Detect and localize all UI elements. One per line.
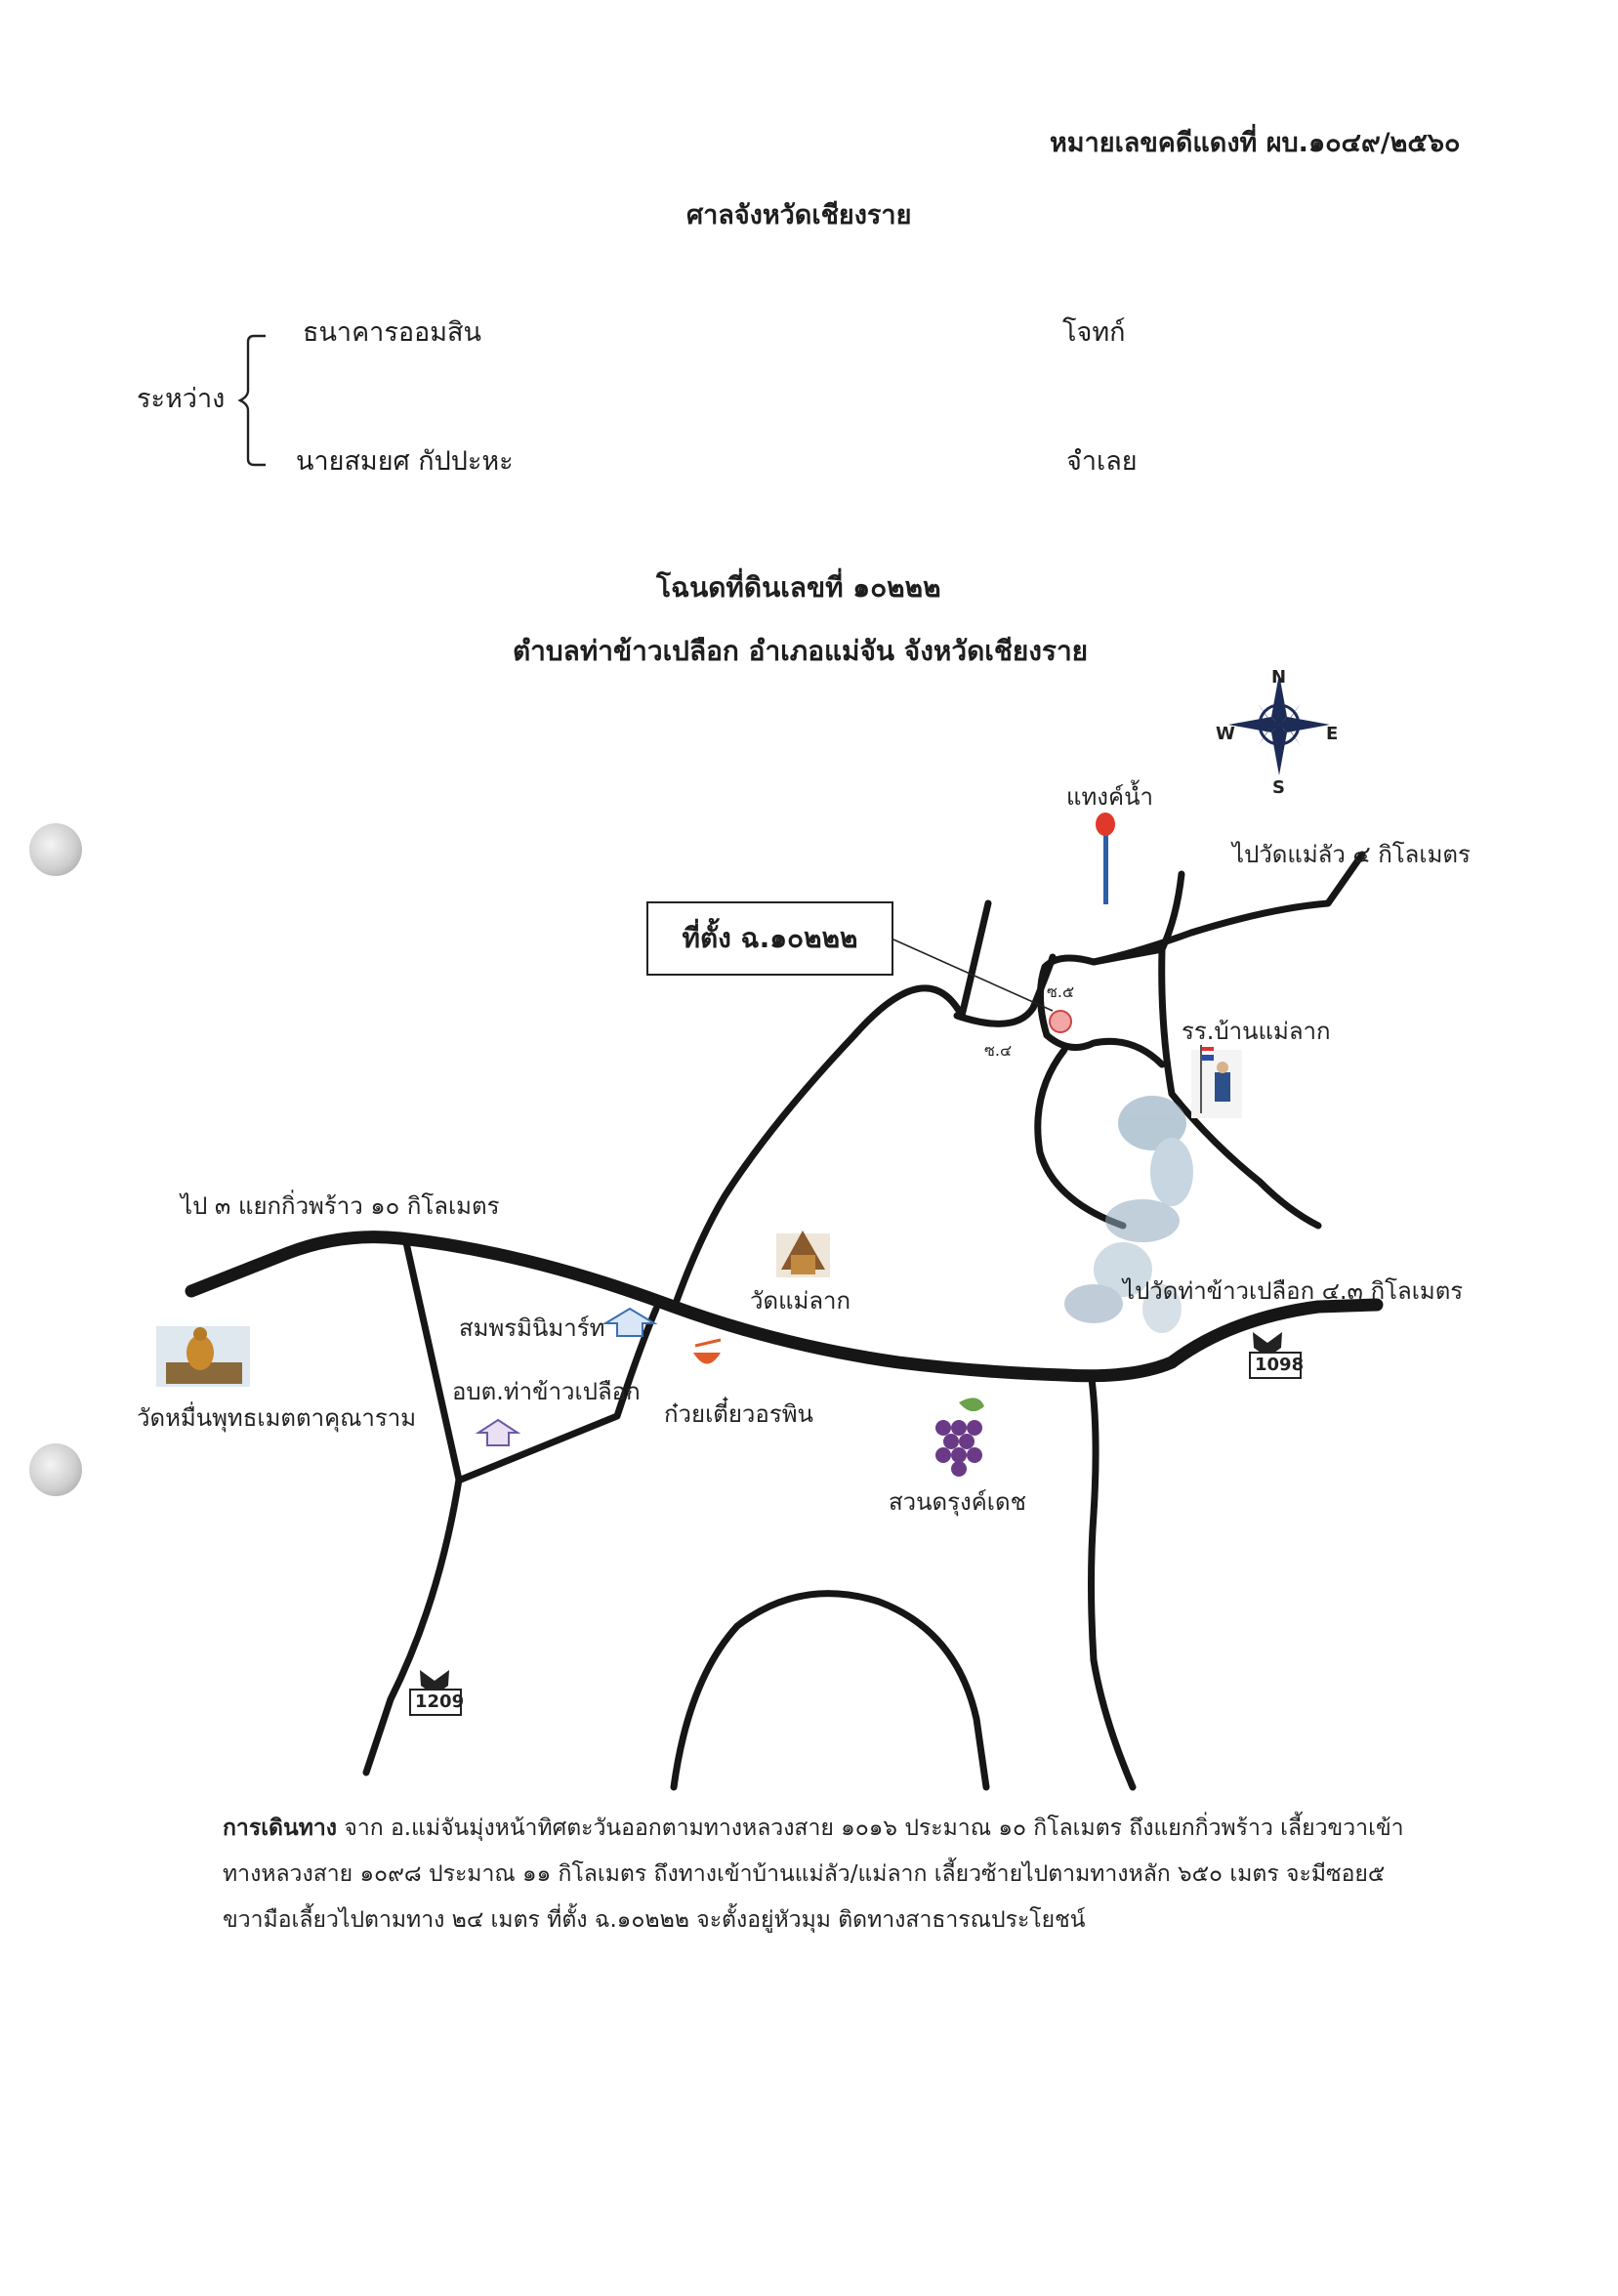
compass-n: N xyxy=(1271,667,1287,688)
compass-s: S xyxy=(1272,777,1285,798)
label-wat-mae-lak: วัดแม่ลาก xyxy=(750,1287,851,1315)
plaintiff-name: ธนาคารออมสิน xyxy=(303,317,481,348)
punch-hole-bottom xyxy=(29,1443,82,1496)
school-icon xyxy=(1191,1045,1242,1118)
court-name: ศาลจังหวัดเชียงราย xyxy=(686,200,912,230)
directions-text-1: จาก อ.แม่จันมุ่งหน้าทิศตะวันออกตามทางหลว… xyxy=(337,1816,1404,1841)
site-location-box: ที่ตั้ง ฉ.๑๐๒๒๒ xyxy=(646,901,893,976)
label-to-wat-mae-lua: ไปวัดแม่ลัว ๔ กิโลเมตร xyxy=(1232,841,1471,868)
defendant-role: จำเลย xyxy=(1066,446,1138,477)
label-water-tower: แทงค์น้ำ xyxy=(1066,783,1153,811)
party-brace xyxy=(237,334,266,467)
compass-rose xyxy=(1228,674,1330,775)
label-school: รร.บ้านแม่ลาก xyxy=(1182,1018,1331,1045)
site-marker-icon xyxy=(1049,1010,1072,1033)
label-to-kiw-phrao: ไป ๓ แยกกิ่วพร้าว ๑๐ กิโลเมตร xyxy=(181,1192,500,1220)
punch-hole-top xyxy=(29,823,82,876)
label-road-1209: 1209 xyxy=(415,1691,465,1712)
directions-line-3: ขวามือเลี้ยวไปตามทาง ๒๔ เมตร ที่ตั้ง ฉ.๑… xyxy=(223,1907,1086,1933)
label-temple-west: วัดหมื่นพุทธเมตตาคุณาราม xyxy=(137,1404,417,1432)
directions-line-1: การเดินทาง จาก อ.แม่จันมุ่งหน้าทิศตะวันอ… xyxy=(223,1805,1433,1852)
label-road-1098: 1098 xyxy=(1255,1355,1305,1375)
highway-shield-1209 xyxy=(409,1670,462,1716)
highway-shield-1098 xyxy=(1249,1332,1302,1379)
water-tower-icon xyxy=(1096,813,1115,904)
label-noodle-shop: ก๋วยเตี๋ยวอรพิน xyxy=(664,1400,813,1428)
label-sao-office: อบต.ท่าข้าวเปลือก xyxy=(452,1378,641,1405)
plaintiff-role: โจทก์ xyxy=(1062,317,1126,348)
label-vineyard: สวนดรุงค์เดช xyxy=(889,1488,1026,1516)
directions-line-2: ทางหลวงสาย ๑๐๙๘ ประมาณ ๑๑ กิโลเมตร ถึงทา… xyxy=(223,1861,1386,1887)
noodle-bowl-icon xyxy=(693,1338,722,1364)
sao-office-icon xyxy=(475,1418,521,1446)
label-soi5: ซ.๕ xyxy=(1047,982,1075,1001)
label-minimart: สมพรมินิมาร์ท xyxy=(459,1315,605,1342)
deed-title: โฉนดที่ดินเลขที่ ๑๐๒๒๒ xyxy=(656,571,941,604)
temple-icon-muen-phut xyxy=(156,1326,250,1387)
grapes-icon xyxy=(935,1398,984,1477)
defendant-name: นายสมยศ กัปปะหะ xyxy=(296,446,514,477)
label-soi4: ซ.๔ xyxy=(984,1041,1013,1060)
compass-w: W xyxy=(1216,724,1235,744)
satellite-patch xyxy=(1064,1096,1193,1333)
between-label: ระหว่าง xyxy=(137,384,226,414)
case-number: หมายเลขคดีแดงที่ ผบ.๑๐๔๙/๒๕๖๐ xyxy=(1050,128,1461,158)
deed-location: ตำบลท่าข้าวเปลือก อำเภอแม่จัน จังหวัดเชี… xyxy=(513,635,1089,667)
temple-icon-mae-lak xyxy=(776,1231,830,1277)
directions-heading: การเดินทาง xyxy=(223,1816,338,1841)
compass-e: E xyxy=(1326,724,1339,744)
label-to-wat-tha-khao-plueak: ไปวัดท่าข้าวเปลือก ๔.๓ กิโลเมตร xyxy=(1123,1277,1464,1305)
minimart-icon xyxy=(602,1307,658,1337)
